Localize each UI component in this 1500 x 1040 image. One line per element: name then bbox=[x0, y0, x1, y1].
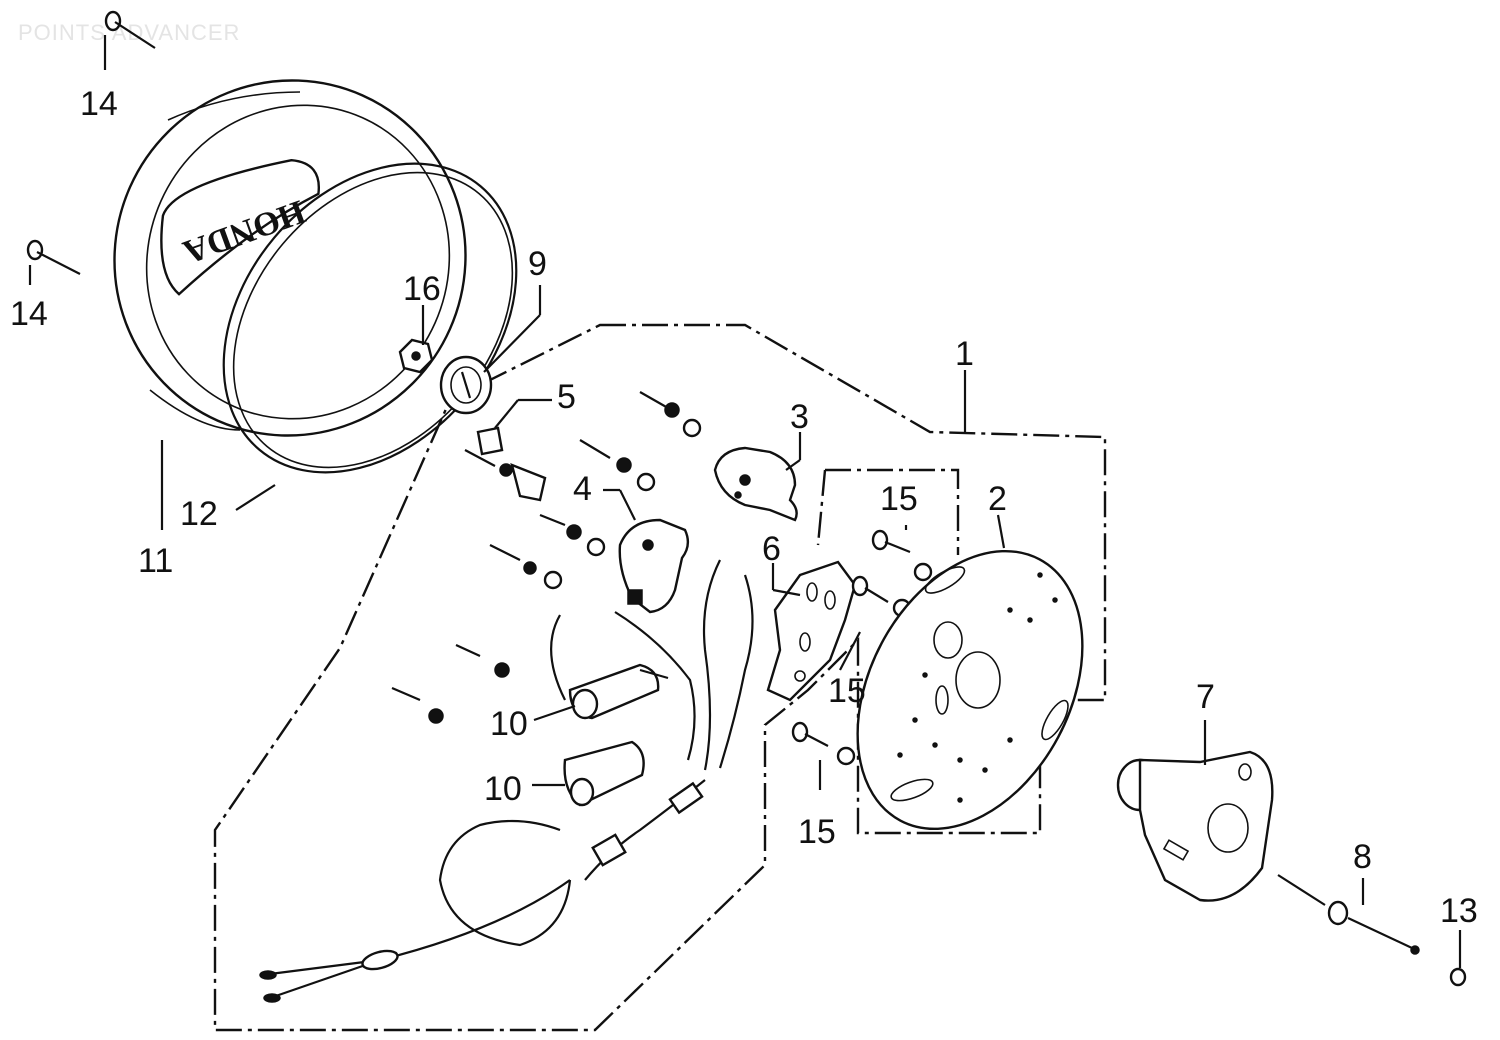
point-cover bbox=[113, 79, 467, 437]
callout-8: 8 bbox=[1353, 838, 1372, 876]
hardware-set bbox=[391, 391, 702, 724]
contact-breaker-lower bbox=[618, 518, 690, 614]
callout-5: 5 bbox=[557, 378, 576, 416]
callout-10-lower: 10 bbox=[484, 770, 522, 808]
spacer-block bbox=[476, 426, 504, 456]
spark-advancer bbox=[1116, 750, 1274, 902]
callout-6: 6 bbox=[762, 530, 781, 568]
callout-2: 2 bbox=[988, 480, 1007, 518]
mounting-plate-boundary bbox=[825, 468, 960, 555]
condenser-upper bbox=[568, 663, 669, 720]
assembly-boundary bbox=[213, 323, 1107, 1032]
terminal-bracket bbox=[510, 463, 547, 502]
callout-3: 3 bbox=[790, 398, 809, 436]
cover-screw-left bbox=[26, 239, 81, 275]
callout-14-left: 14 bbox=[10, 295, 48, 333]
advancer-bolt bbox=[1277, 874, 1420, 955]
breaker-mounting-plate bbox=[766, 560, 857, 702]
plate-screw-upper bbox=[871, 529, 933, 582]
plate-screw-middle bbox=[851, 575, 912, 618]
wiring-harness bbox=[259, 559, 754, 1003]
callout-13: 13 bbox=[1440, 892, 1478, 930]
callout-11: 11 bbox=[138, 542, 173, 580]
sealing-washer bbox=[1449, 967, 1467, 987]
cover-screw-top bbox=[104, 10, 156, 49]
callout-4: 4 bbox=[573, 470, 592, 508]
contact-breaker-upper bbox=[713, 446, 798, 522]
callout-10-upper: 10 bbox=[490, 705, 528, 743]
watermark-text: POINTS ADVANCER bbox=[18, 20, 241, 45]
callout-15-middle: 15 bbox=[828, 672, 866, 710]
callout-1: 1 bbox=[955, 335, 974, 373]
callout-15-lower: 15 bbox=[798, 813, 836, 851]
inspection-cap bbox=[439, 355, 493, 415]
leader-lines bbox=[28, 35, 1462, 968]
plate-screw-lower bbox=[791, 721, 856, 766]
callout-7: 7 bbox=[1196, 678, 1215, 716]
cap-nut bbox=[398, 338, 434, 374]
callout-15-upper: 15 bbox=[880, 480, 918, 518]
condenser-lower bbox=[563, 740, 645, 807]
callout-9: 9 bbox=[528, 245, 547, 283]
callout-12: 12 bbox=[180, 495, 218, 533]
callout-16: 16 bbox=[403, 270, 441, 308]
callout-14-top: 14 bbox=[80, 85, 118, 123]
mounting-plate-boundary-left bbox=[816, 469, 827, 546]
base-plate bbox=[856, 549, 1084, 831]
